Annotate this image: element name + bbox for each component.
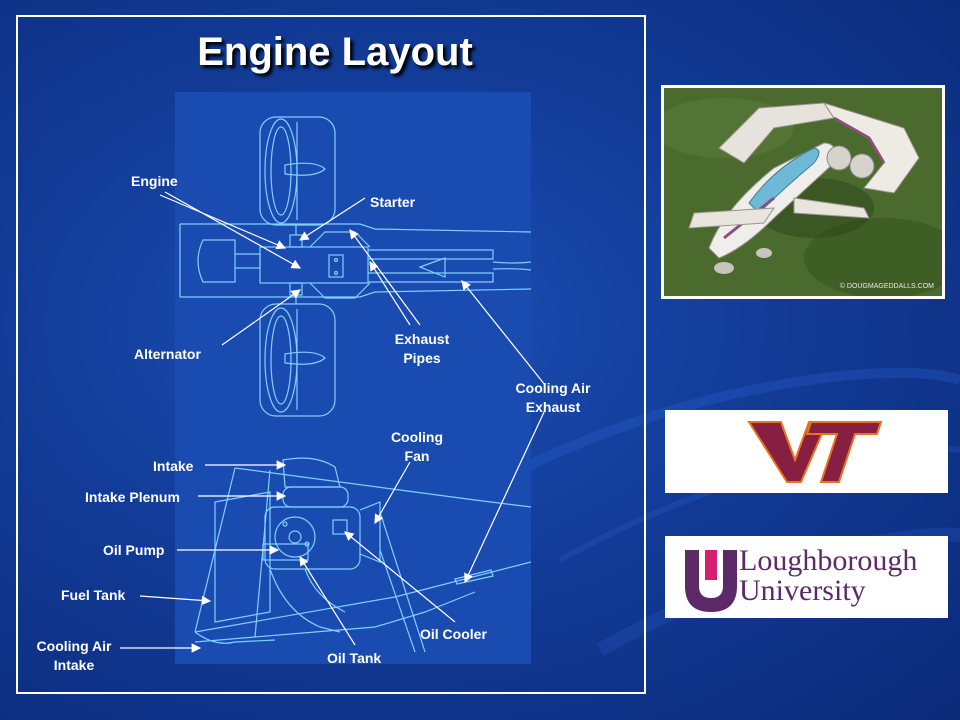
label-cooling-fan: Cooling Fan bbox=[390, 429, 444, 464]
aircraft-render-photo: © DOUGMAGEDDALLS.COM bbox=[661, 85, 945, 299]
label-starter: Starter bbox=[370, 194, 416, 210]
engine-layout-drawing bbox=[175, 92, 531, 664]
label-fuel-tank: Fuel Tank bbox=[61, 587, 126, 603]
loughborough-logo-panel: Loughborough University bbox=[665, 536, 948, 618]
loughborough-line2: University bbox=[739, 574, 866, 607]
label-cooling-air-exhaust: Cooling Air Exhaust bbox=[515, 380, 591, 415]
slide-title: Engine Layout bbox=[197, 30, 473, 74]
label-intake: Intake bbox=[153, 458, 194, 474]
label-cooling-air-intake: Cooling Air Intake bbox=[36, 638, 112, 673]
loughborough-line1: Loughborough bbox=[739, 544, 918, 577]
vt-logo bbox=[747, 421, 883, 483]
label-alternator: Alternator bbox=[134, 346, 201, 362]
label-oil-pump: Oil Pump bbox=[103, 542, 165, 558]
vt-logo-panel bbox=[665, 410, 948, 493]
label-oil-tank: Oil Tank bbox=[327, 650, 382, 666]
label-oil-cooler: Oil Cooler bbox=[420, 626, 487, 642]
label-exhaust-pipes: Exhaust Pipes bbox=[394, 331, 450, 366]
photo-credit: © DOUGMAGEDDALLS.COM bbox=[839, 283, 934, 290]
loughborough-wordmark: Loughborough University bbox=[739, 546, 917, 606]
label-engine: Engine bbox=[131, 173, 178, 189]
label-intake-plenum: Intake Plenum bbox=[85, 489, 180, 505]
aircraft-render-image bbox=[664, 88, 942, 296]
slide-frame bbox=[16, 15, 646, 694]
loughborough-emblem bbox=[685, 550, 737, 612]
